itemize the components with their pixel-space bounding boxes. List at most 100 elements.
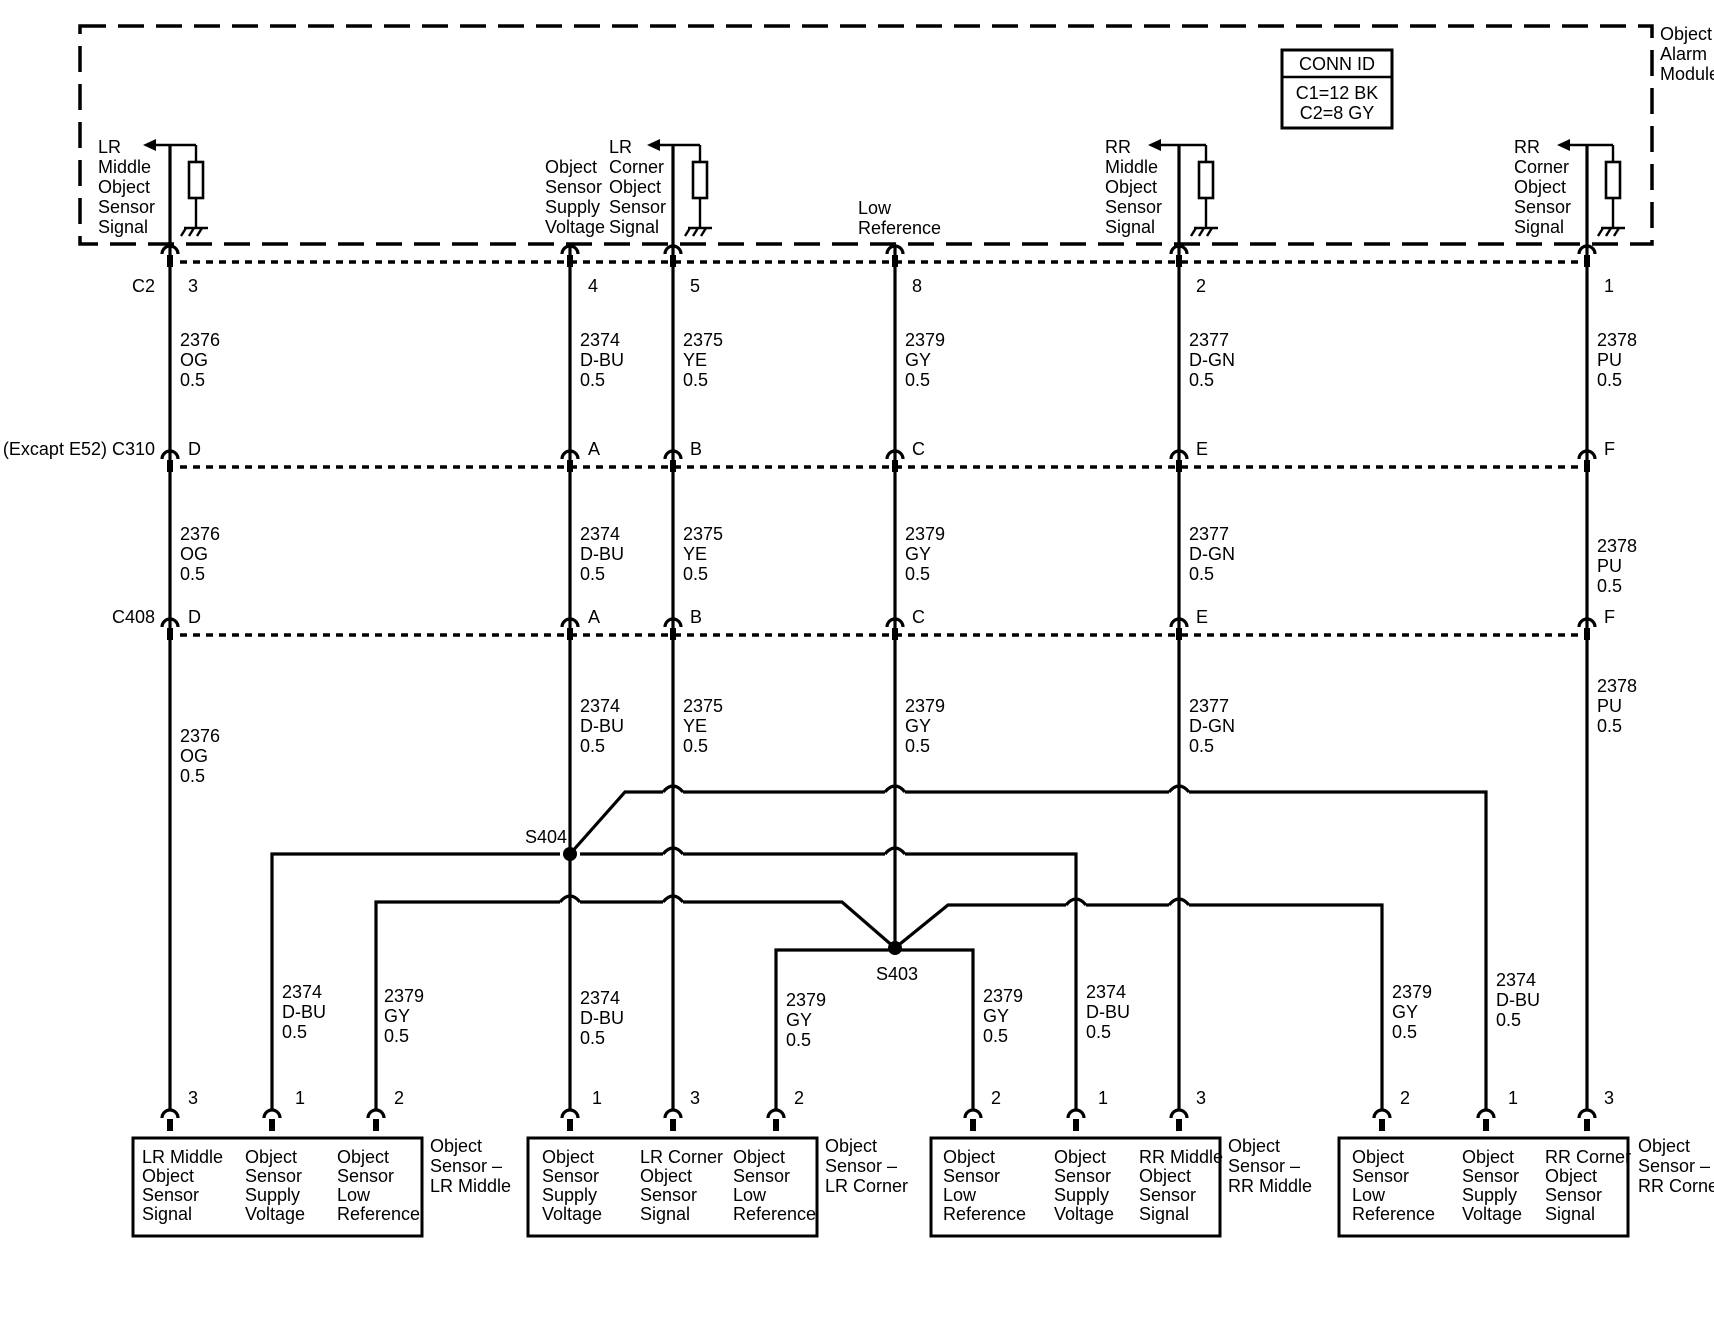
connector-terminal	[1577, 244, 1597, 255]
object-alarm-module: Object Alarm Module CONN ID C1=12 BK C2=…	[78, 24, 1714, 246]
wire-supply-bus-lower	[270, 852, 1078, 1110]
connector-terminal	[1169, 449, 1189, 460]
connector-terminals	[160, 244, 1597, 1131]
connector-terminal	[560, 449, 580, 460]
sensor-terminal	[560, 1108, 580, 1119]
connector-terminal-pin	[167, 460, 173, 472]
connector-terminal-pin	[1584, 628, 1590, 640]
sensor-terminal-pin	[269, 1119, 275, 1131]
signal-label-rr-corner: RR Corner Object Sensor Signal	[1514, 137, 1576, 237]
connector-terminal	[1169, 244, 1189, 255]
sensor-pin-number: 2	[1400, 1088, 1410, 1108]
sensor-terminal-pin	[773, 1119, 779, 1131]
module-name: Object Alarm Module	[1660, 24, 1714, 84]
sensor-terminal-pin	[970, 1119, 976, 1131]
sensor-pin-number: 2	[794, 1088, 804, 1108]
connector-terminal	[160, 244, 180, 255]
c2-pin: 3	[188, 276, 198, 296]
sensor-pin-number: 3	[1196, 1088, 1206, 1108]
module-outline	[78, 24, 1654, 246]
connector-terminal	[885, 244, 905, 255]
sensor-pin-number: 3	[1604, 1088, 1614, 1108]
c2-pin: 5	[690, 276, 700, 296]
connector-terminal	[160, 617, 180, 628]
wire-low-ref-bus-right	[893, 903, 1384, 1110]
c2-pin: 1	[1604, 276, 1614, 296]
sensor-terminal	[1476, 1108, 1496, 1119]
connector-terminal-pin	[670, 628, 676, 640]
splice-s403-label: S403	[876, 964, 918, 984]
c310-pin: D	[188, 439, 201, 459]
internal-circuits	[143, 139, 1625, 237]
connector-terminal-pin	[1176, 628, 1182, 640]
c2-pin: 8	[912, 276, 922, 296]
sensor-pin-number: 1	[1098, 1088, 1108, 1108]
conn-id-c1: C1=12 BK	[1296, 83, 1379, 103]
pulldown-resistor-rr-middle	[1148, 139, 1218, 237]
wire-low-ref-bus-left	[374, 900, 897, 1110]
c408-pin: B	[690, 607, 702, 627]
sensor-terminal-pin	[1176, 1119, 1182, 1131]
splice-s404-label: S404	[525, 827, 567, 847]
sensor-terminal	[160, 1108, 180, 1119]
connector-terminal	[663, 617, 683, 628]
sensor-pin-number: 3	[188, 1088, 198, 1108]
sensor-pin-number: 1	[295, 1088, 305, 1108]
c408-pin: E	[1196, 607, 1208, 627]
sensor-terminal	[1577, 1108, 1597, 1119]
pulldown-resistor-lr-corner	[647, 139, 712, 237]
connector-terminal-pin	[567, 628, 573, 640]
c310-pin: C	[912, 439, 925, 459]
connector-terminal	[1577, 449, 1597, 460]
sensor-terminal-pin	[1379, 1119, 1385, 1131]
connector-terminal	[1577, 617, 1597, 628]
connector-terminal-pin	[1176, 255, 1182, 267]
connector-terminal	[560, 244, 580, 255]
connector-terminal-pin	[892, 628, 898, 640]
connector-terminal-pin	[1176, 460, 1182, 472]
pulldown-resistor-rr-corner	[1557, 139, 1625, 237]
sensor-pin-number: 2	[991, 1088, 1001, 1108]
sensor-pin-number: 2	[394, 1088, 404, 1108]
connector-terminal-pin	[670, 255, 676, 267]
connector-c408: C408 D A B C E F	[112, 607, 1615, 637]
sensor-terminal-pin	[1073, 1119, 1079, 1131]
branch-wires: S404 S403	[270, 784, 1488, 1110]
splice-s403-dot	[888, 941, 902, 955]
c2-label: C2	[132, 276, 155, 296]
connector-terminal-pin	[567, 255, 573, 267]
signal-label-lr-corner: LR Corner Object Sensor Signal	[609, 137, 671, 237]
